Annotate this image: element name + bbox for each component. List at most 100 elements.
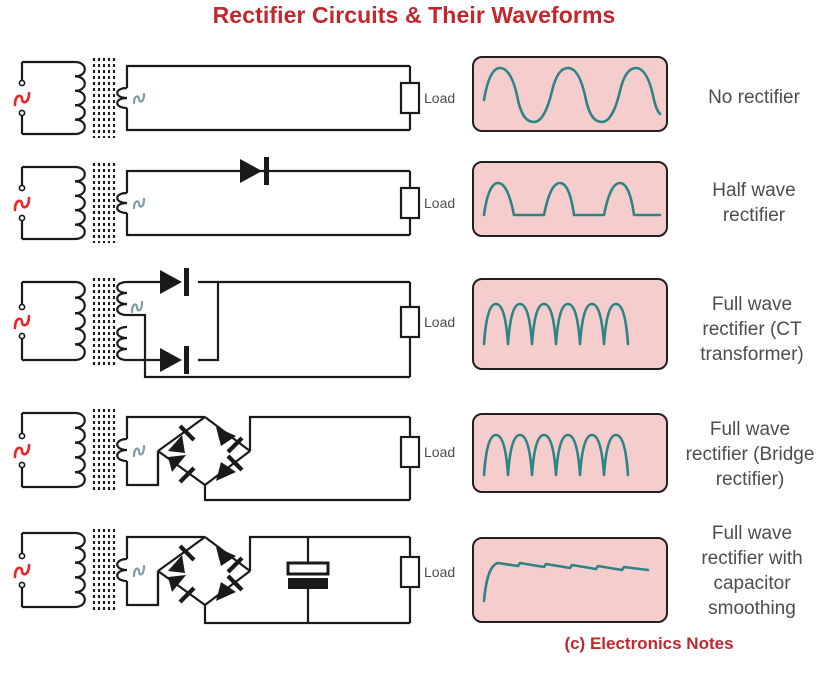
load-resistor <box>399 555 421 589</box>
bridge-edge-left-bottom <box>157 450 206 486</box>
transformer-core-icon <box>92 529 116 613</box>
load-resistor <box>399 305 421 339</box>
transformer-secondary-coil <box>116 437 128 463</box>
secondary-ac-sine-icon <box>130 300 144 314</box>
circuit-row-full-wave-smoothed: Load Full wave rectifier with capacitor … <box>0 515 828 635</box>
circuit-row-full-wave-bridge: Load Full wave rectifier (Bridge rectifi… <box>0 395 828 510</box>
page-title: Rectifier Circuits & Their Waveforms <box>212 2 616 28</box>
circuit-diagram-bridge: Load <box>13 409 455 502</box>
capacitor-icon <box>286 561 330 589</box>
row-label-smoothed: Full wave rectifier with capacitor smoot… <box>676 521 828 621</box>
circuit-diagram-bridge-with-capacitor: Load <box>13 529 455 625</box>
transformer-core-icon <box>92 58 116 138</box>
ac-source-icon <box>13 79 31 117</box>
transformer-core-icon <box>92 278 116 366</box>
row-label-half-wave: Half wave rectifier <box>680 178 828 228</box>
row-label-line: No rectifier <box>708 87 800 108</box>
transformer-secondary-coil-lower <box>116 325 128 362</box>
load-label: Load <box>424 564 455 580</box>
waveform-half-wave <box>482 181 662 217</box>
transformer-secondary-coil-upper <box>116 280 128 317</box>
waveform-scope-smoothed <box>472 537 668 623</box>
waveform-scope-no-rectifier <box>472 56 668 132</box>
transformer-primary-coil <box>74 60 86 136</box>
secondary-ac-sine-icon <box>132 197 146 210</box>
row-label-line: rectifier) <box>715 469 785 490</box>
diode-icon-top <box>160 268 189 296</box>
load-label: Load <box>424 314 455 330</box>
row-label-line: capacitor <box>713 573 791 594</box>
row-label-no-rectifier: No rectifier <box>680 85 828 110</box>
transformer-primary-coil <box>74 165 86 241</box>
load-resistor <box>399 186 421 220</box>
bridge-diode-icon-3 <box>168 455 196 484</box>
load-label: Load <box>424 444 455 460</box>
ac-source-icon <box>13 303 31 340</box>
bridge-diode-icon-1 <box>168 544 196 573</box>
circuit-row-full-wave-ct: Load Full wave rectifier (CT transformer… <box>0 262 828 387</box>
transformer-primary-coil <box>74 280 86 362</box>
row-label-line: transformer) <box>700 344 804 365</box>
ac-source-icon <box>13 432 31 469</box>
secondary-ac-sine-icon <box>132 564 146 578</box>
transformer-core-icon <box>92 163 116 243</box>
row-label-full-wave-ct: Full wave rectifier (CT transformer) <box>676 292 828 367</box>
secondary-ac-sine-icon <box>132 444 146 458</box>
transformer-primary-coil <box>74 411 86 489</box>
row-label-line: smoothing <box>708 598 796 619</box>
load-label: Load <box>424 90 455 106</box>
row-label-line: rectifier <box>722 205 786 226</box>
transformer-primary-coil <box>74 531 86 609</box>
bridge-positive-rail <box>248 415 410 451</box>
bridge-diode-icon-1 <box>168 424 196 453</box>
bridge-diode-icon-3 <box>168 575 196 604</box>
bridge-diode-icon-2 <box>216 427 244 454</box>
secondary-bottom-lead <box>125 451 160 487</box>
row-label-full-wave-bridge: Full wave rectifier (Bridge rectifier) <box>672 417 828 492</box>
diode-icon <box>240 157 269 185</box>
output-top-wire <box>125 64 410 88</box>
transformer-secondary-coil <box>116 191 128 215</box>
row-label-line: rectifier (CT <box>702 319 802 340</box>
waveform-scope-half-wave <box>472 161 668 237</box>
bridge-negative-rail <box>203 605 410 625</box>
ac-source-icon <box>13 552 31 589</box>
bridge-negative-rail <box>203 485 410 502</box>
bridge-diode-icon-4 <box>216 574 244 601</box>
bridge-positive-rail <box>248 535 410 571</box>
transformer-secondary-coil <box>116 86 128 110</box>
waveform-scope-full-wave-bridge <box>472 413 668 493</box>
circuit-row-no-rectifier: Load No rectifier <box>0 48 828 148</box>
transformer-secondary-coil <box>116 557 128 583</box>
row-label-line: rectifier with <box>701 548 803 569</box>
secondary-ac-sine-icon <box>132 92 146 105</box>
bridge-edge-left-top <box>157 416 206 452</box>
row-label-line: rectifier (Bridge <box>685 444 815 465</box>
output-top-wire <box>125 169 410 193</box>
load-resistor <box>399 435 421 469</box>
waveform-full-sine <box>482 66 662 124</box>
output-bottom-wire <box>125 108 410 132</box>
bridge-diode-icon-4 <box>216 454 244 481</box>
row-label-line: Full wave <box>711 523 793 544</box>
output-bottom-wire <box>125 213 410 237</box>
center-tap-wire <box>127 313 410 379</box>
diode-bottom-node-wire <box>198 328 220 362</box>
row-label-line: Half wave <box>712 180 796 201</box>
load-label: Load <box>424 195 455 211</box>
credit-text: (c) Electronics Notes <box>564 634 734 653</box>
bridge-diode-icon-2 <box>216 547 244 574</box>
circuit-diagram-single-diode: Load <box>13 157 455 243</box>
circuit-row-half-wave: Load Half wave rectifier <box>0 153 828 253</box>
waveform-full-wave <box>482 302 630 346</box>
secondary-top-lead <box>125 415 205 439</box>
ac-source-icon <box>13 184 31 222</box>
load-resistor <box>399 81 421 115</box>
transformer-core-icon <box>92 409 116 493</box>
diode-icon-bottom <box>160 346 189 374</box>
circuit-diagram-center-tapped: Load <box>13 268 455 379</box>
diode-top-node-wire <box>198 280 220 328</box>
waveform-scope-full-wave-ct <box>472 278 668 370</box>
row-label-line: Full wave <box>711 294 793 315</box>
waveform-smoothed <box>482 561 650 603</box>
